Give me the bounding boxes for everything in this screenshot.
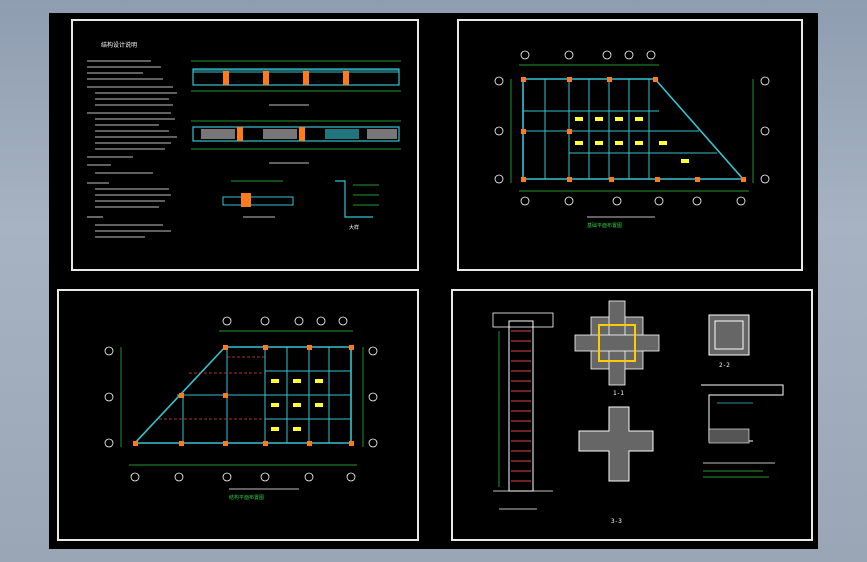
- plan-2-columns: [133, 345, 354, 446]
- sheet-notes[interactable]: 结构设计说明: [71, 19, 419, 271]
- plan-1-title: 基础平面布置图: [587, 222, 622, 229]
- plan-1-drawing: 基础平面布置图: [459, 21, 801, 269]
- plan-2-title: 结构平面布置图: [229, 494, 264, 501]
- plan-1-axis-top: [494, 50, 770, 206]
- plan-1-columns: [521, 77, 746, 182]
- section-3-3: 3-3: [578, 406, 654, 525]
- sheet-details[interactable]: 1-1 2-2 3-3: [451, 289, 813, 541]
- section-2-2: 2-2: [708, 314, 750, 369]
- plan-1-tags: [575, 117, 689, 163]
- detail-label: 大样: [349, 224, 359, 231]
- notes-drawing: 结构设计说明: [73, 21, 417, 269]
- small-detail-right: 大样: [335, 180, 379, 231]
- column-elevation: [492, 312, 554, 510]
- plan-2-drawing: 结构平面布置图: [59, 291, 417, 539]
- small-detail-left: [222, 180, 294, 218]
- beam-detail: [701, 384, 784, 478]
- plan-1-dimensions: [510, 64, 754, 192]
- plan-1-grid: [523, 79, 717, 179]
- section-2-2-label: 2-2: [719, 362, 730, 369]
- plan-2-grid: [177, 347, 351, 443]
- sheet-plan-1[interactable]: 基础平面布置图: [457, 19, 803, 271]
- beam-elevation-bottom: [191, 120, 401, 164]
- section-1-1-label: 1-1: [613, 390, 624, 397]
- section-1-1: 1-1: [574, 300, 660, 397]
- plan-2-tags: [271, 379, 323, 431]
- plan-2-axis: [104, 316, 378, 482]
- section-3-3-label: 3-3: [611, 518, 622, 525]
- drawing-viewport[interactable]: 结构设计说明: [49, 13, 818, 549]
- plan-2-dimensions: [120, 330, 364, 466]
- details-drawing: 1-1 2-2 3-3: [453, 291, 811, 539]
- notes-title: 结构设计说明: [101, 41, 137, 49]
- beam-elevation-top: [191, 60, 401, 106]
- sheet-plan-2[interactable]: 结构平面布置图: [57, 289, 419, 541]
- notes-text-block: [87, 60, 177, 238]
- plan-2-beams: [159, 356, 265, 420]
